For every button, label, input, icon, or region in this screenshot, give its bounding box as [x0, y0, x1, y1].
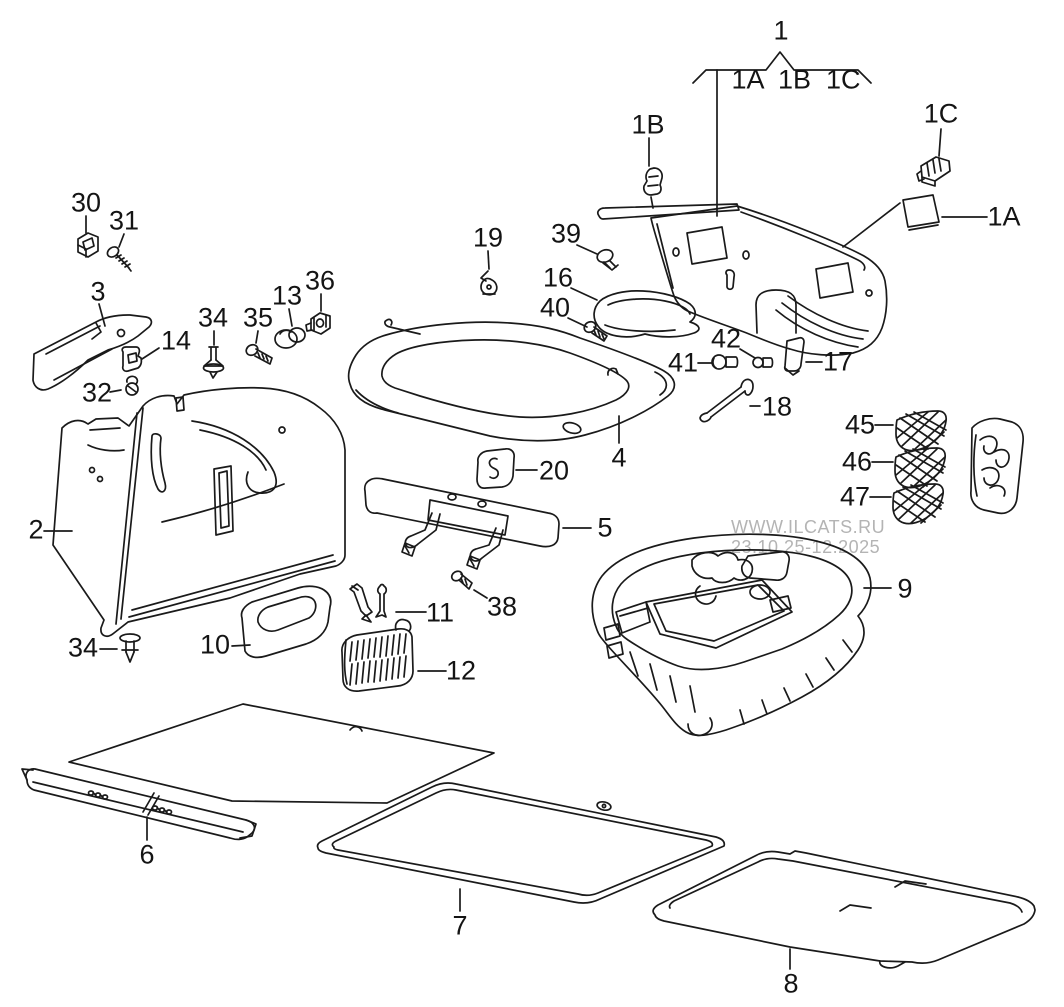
callout-38: 38: [486, 591, 518, 622]
callout-45: 45: [844, 409, 876, 440]
bracket-14-icon: [122, 347, 159, 371]
part-10-pocket-trim: [232, 586, 331, 657]
callout-6: 6: [139, 839, 155, 870]
callout-19: 19: [472, 222, 504, 253]
callout-31: 31: [108, 205, 140, 236]
part-5-lock-carrier-trim: [365, 478, 591, 569]
callout-41: 41: [667, 347, 699, 378]
callout-34-lower: 34: [67, 632, 99, 663]
callout-11: 11: [425, 597, 455, 628]
callout-36: 36: [304, 265, 336, 296]
callout-40: 40: [539, 292, 571, 323]
callout-30: 30: [70, 187, 102, 218]
callout-10: 10: [199, 629, 231, 660]
callout-18: 18: [761, 391, 793, 422]
screw-38-icon: [450, 569, 487, 598]
callout-3: 3: [90, 276, 106, 307]
screw-35-icon: [244, 331, 272, 364]
part-2-side-trim-panel: [44, 388, 345, 636]
pin-19-icon: [481, 251, 497, 295]
part-12-grille: [342, 620, 446, 692]
part-20-badge: [477, 449, 537, 488]
callout-1: 1: [773, 15, 789, 46]
callout-32: 32: [81, 377, 113, 408]
callout-20: 20: [538, 455, 570, 486]
watermark-site: WWW.ILCATS.RU: [731, 517, 886, 537]
part-18-rod: [700, 379, 760, 421]
clip-36-icon: [306, 294, 330, 334]
net-45-icon: [875, 411, 946, 451]
callout-14: 14: [160, 325, 192, 356]
callout-35: 35: [242, 302, 274, 333]
part-8-mat: [653, 851, 1035, 969]
callout-39: 39: [550, 218, 582, 249]
part-1-trunk-lid-trim: [598, 204, 887, 355]
screw-40-icon: [568, 318, 607, 341]
watermark: WWW.ILCATS.RU 23.10.25-12.2025: [731, 517, 885, 557]
floor-covering: [69, 704, 494, 803]
group-1-bracket: [693, 52, 871, 216]
part-3-sill-trim: [33, 304, 151, 390]
plug-42-icon: [740, 349, 773, 368]
callout-8: 8: [783, 968, 799, 999]
partition-panel: [971, 418, 1023, 513]
part-4-parcel-shelf: [349, 319, 675, 443]
callout-12: 12: [445, 655, 477, 686]
callout-13: 13: [271, 280, 303, 311]
callout-1A: 1A: [987, 201, 1021, 232]
callout-46: 46: [841, 446, 873, 477]
clip-32-icon: [110, 376, 138, 395]
grommet-13-icon: [275, 309, 305, 348]
part-7-mat: [318, 783, 725, 911]
callout-1C: 1C: [923, 98, 959, 129]
net-46-icon: [872, 447, 947, 489]
part-17-strip: [785, 338, 822, 375]
screw-31-icon: [106, 234, 131, 271]
part-16-handle: [571, 288, 699, 337]
clip-30-icon: [78, 216, 98, 257]
patch-1A-icon: [843, 195, 987, 247]
clip-1B-icon: [644, 138, 662, 208]
callout-7: 7: [452, 910, 468, 941]
callout-16: 16: [542, 262, 574, 293]
rivet-34-lower-icon: [100, 634, 140, 662]
callout-17: 17: [822, 346, 854, 377]
callout-34-upper: 34: [197, 302, 229, 333]
rivet-34-icon: [204, 331, 224, 378]
net-47-icon: [870, 483, 945, 525]
part-9-tool-tray: [592, 534, 891, 735]
callout-42: 42: [710, 323, 742, 354]
callout-1B: 1B: [631, 109, 665, 140]
callout-4: 4: [611, 442, 627, 473]
pins-11-icon: [350, 584, 426, 622]
watermark-timestamp: 23.10.25-12.2025: [731, 537, 881, 557]
callout-2: 2: [28, 514, 44, 545]
part-6-sill-strip: [22, 769, 256, 840]
callout-9: 9: [897, 573, 913, 604]
rivet-39-icon: [577, 245, 618, 270]
clip-1C-icon: [917, 129, 950, 186]
callout-1A-1B-1C: 1A 1B 1C: [731, 64, 861, 95]
plug-41-icon: [698, 355, 738, 369]
callout-47: 47: [839, 481, 871, 512]
callout-5: 5: [597, 512, 613, 543]
